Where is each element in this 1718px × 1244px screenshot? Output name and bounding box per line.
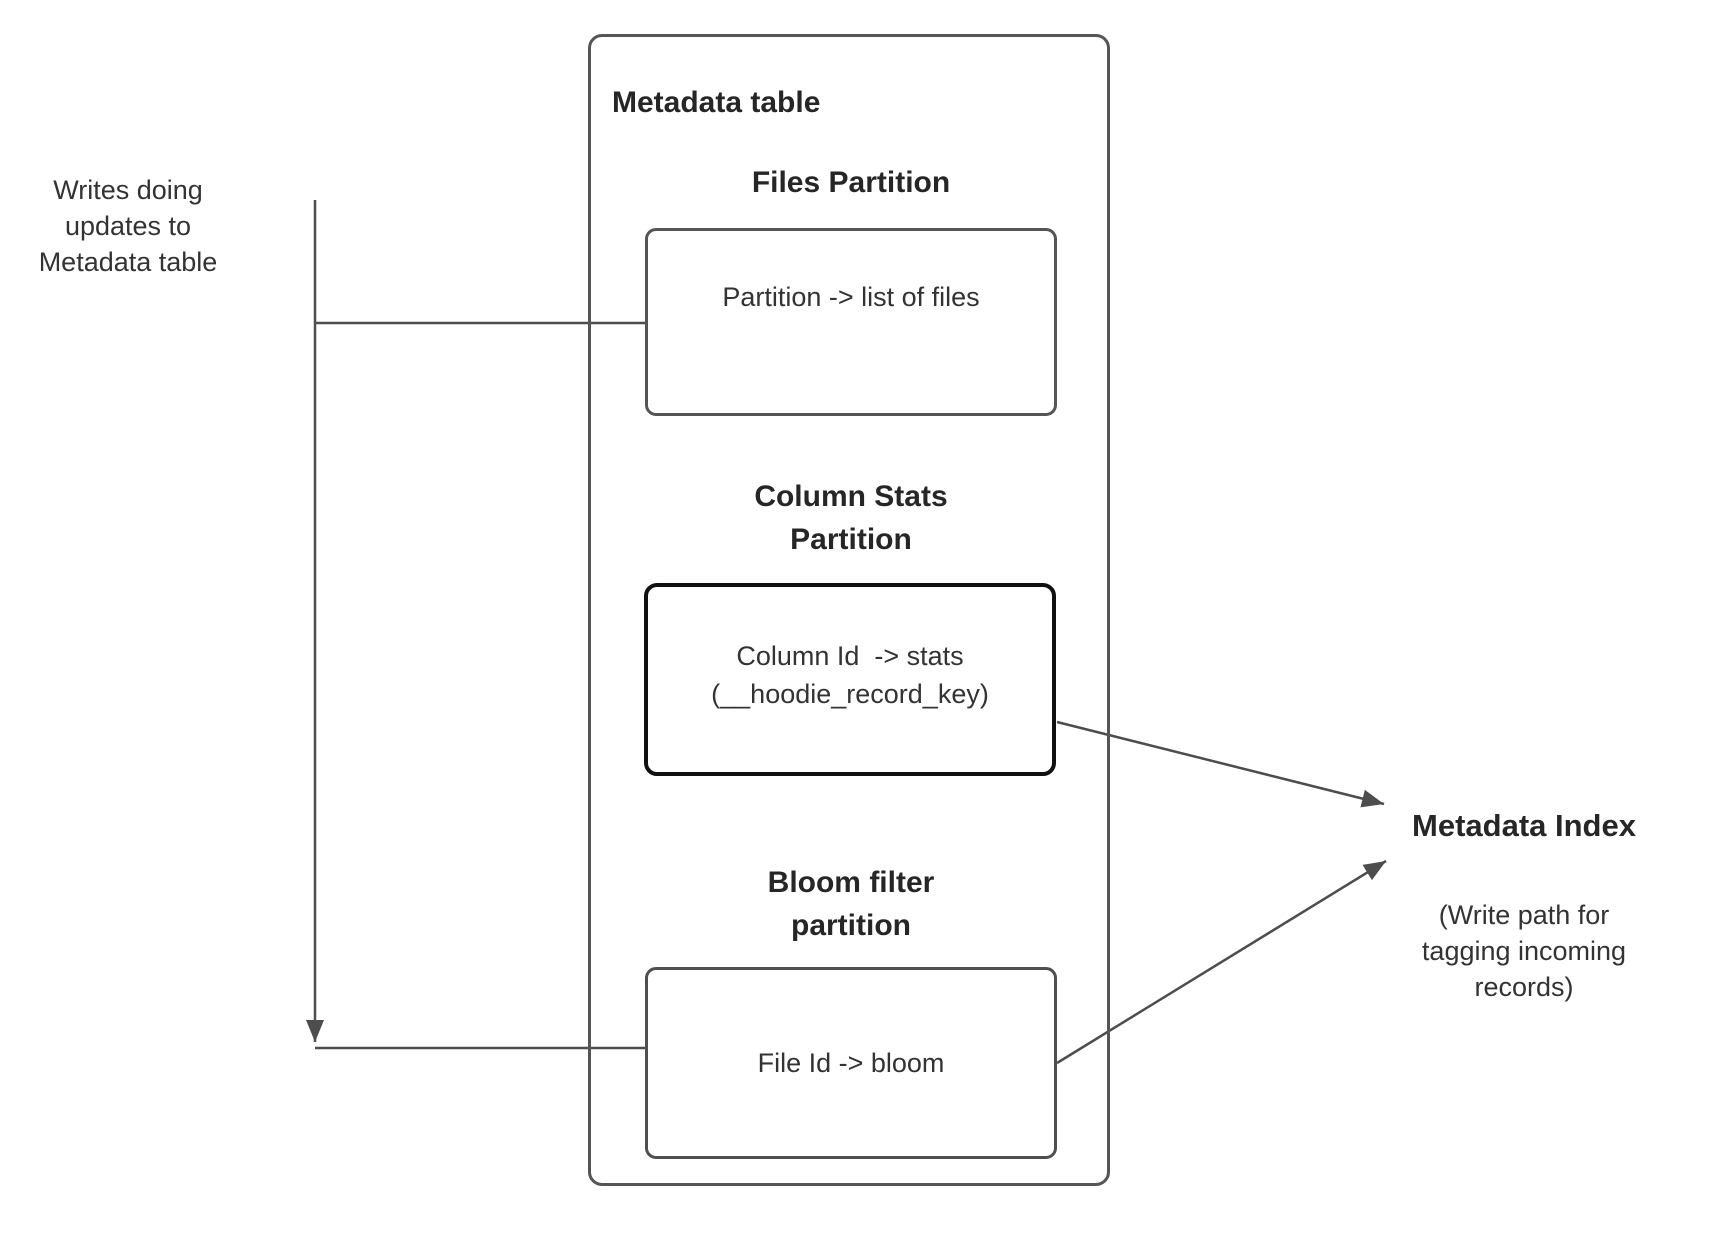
files-partition-text: Partition -> list of files xyxy=(722,282,980,312)
column-stats-partition-box: Column Id -> stats (__hoodie_record_key) xyxy=(644,583,1056,776)
bloom-filter-partition-heading: Bloom filter partition xyxy=(767,866,935,942)
files-partition-box: Partition -> list of files xyxy=(645,228,1057,416)
bloom-filter-partition-box: File Id -> bloom xyxy=(645,967,1057,1159)
metadata-index-title: Metadata Index xyxy=(1412,808,1636,843)
bloom-filter-partition-text: File Id -> bloom xyxy=(757,1048,945,1078)
files-partition-heading: Files Partition xyxy=(751,166,951,199)
metadata-index-subtitle: (Write path for tagging incoming records… xyxy=(1421,900,1627,1002)
metadata-table-title: Metadata table xyxy=(612,86,821,119)
metadata-table-container xyxy=(588,34,1110,1186)
column-stats-partition-heading: Column Stats Partition xyxy=(754,480,948,556)
writes-updates-note: Writes doing updates to Metadata table xyxy=(38,175,218,277)
column-stats-partition-text: Column Id -> stats (__hoodie_record_key) xyxy=(711,640,989,709)
